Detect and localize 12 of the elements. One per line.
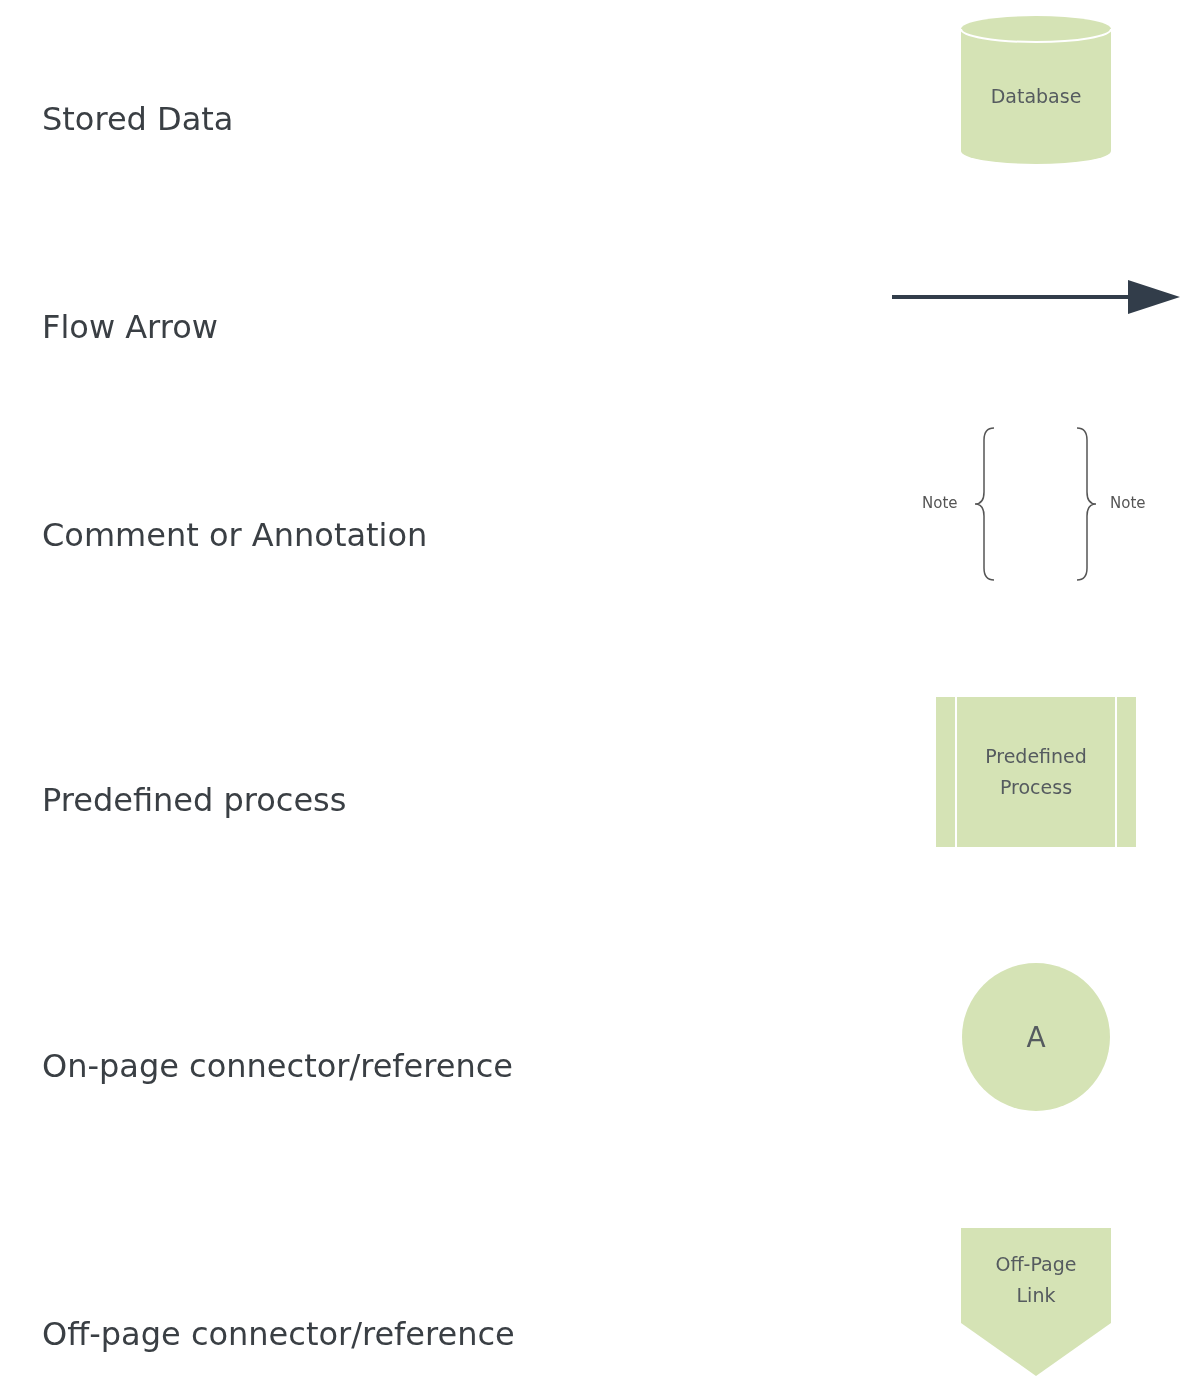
note-text: Note bbox=[1110, 494, 1146, 512]
connector-circle: A bbox=[962, 963, 1110, 1111]
row-label: On-page connector/reference bbox=[42, 1047, 513, 1085]
row-label: Stored Data bbox=[42, 100, 234, 138]
predefined-process-box: Predefined Process bbox=[936, 697, 1136, 847]
row-label: Off-page connector/reference bbox=[42, 1315, 515, 1353]
row-label: Flow Arrow bbox=[42, 308, 218, 346]
row-label: Predefined process bbox=[42, 781, 347, 819]
row-label: Comment or Annotation bbox=[42, 516, 428, 554]
off-page-connector: Off-Page Link bbox=[961, 1228, 1111, 1376]
note-text: Note bbox=[922, 494, 958, 512]
database-cylinder: Database bbox=[960, 15, 1112, 165]
